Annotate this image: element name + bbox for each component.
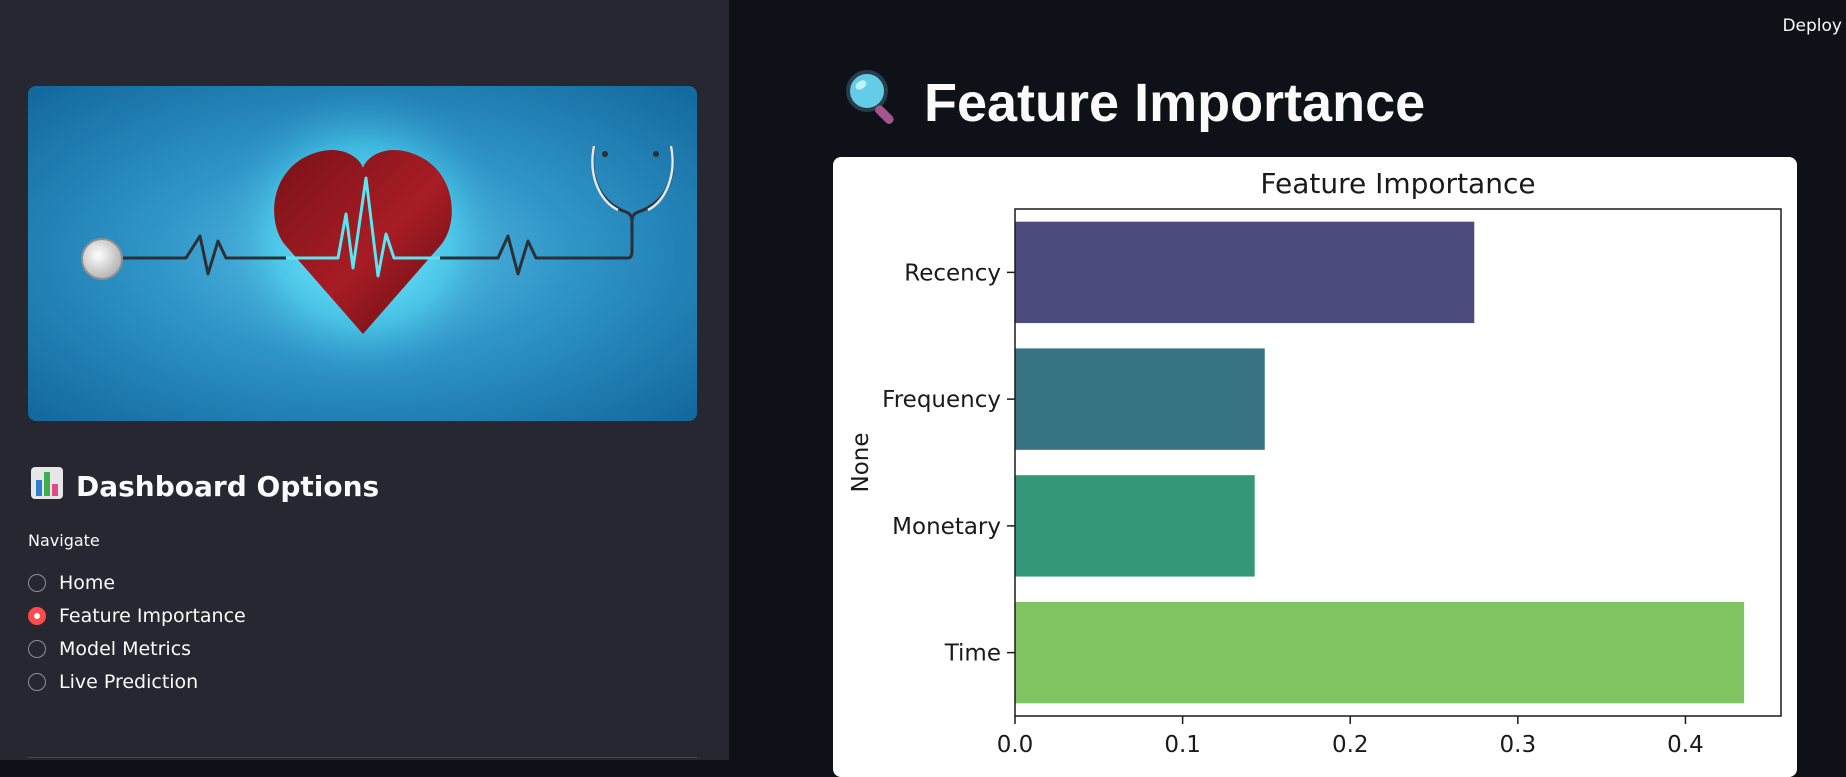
plot-frame xyxy=(1014,208,1782,717)
bar-frequency xyxy=(1015,348,1265,450)
magnifying-glass-icon xyxy=(842,66,904,141)
radio-label: Feature Importance xyxy=(59,604,246,627)
page-title: Feature Importance xyxy=(842,68,1425,138)
x-tick-label: 0.4 xyxy=(1667,732,1704,758)
sidebar-divider xyxy=(28,757,697,758)
radio-indicator[interactable] xyxy=(28,672,46,691)
radio-option-home[interactable]: Home xyxy=(28,566,246,599)
radio-indicator[interactable] xyxy=(28,606,46,625)
navigation-radio-group: Home Feature Importance Model Metrics Li… xyxy=(28,566,246,698)
radio-indicator[interactable] xyxy=(28,573,46,592)
bar-chart-icon xyxy=(30,466,64,507)
radio-option-model-metrics[interactable]: Model Metrics xyxy=(28,632,246,665)
x-tick-label: 0.3 xyxy=(1500,732,1537,758)
chart-svg: Feature ImportanceRecencyFrequencyMoneta… xyxy=(848,167,1782,758)
radio-label: Model Metrics xyxy=(59,637,192,660)
y-tick-label: Frequency xyxy=(882,387,1001,413)
sidebar-banner-image xyxy=(28,86,697,421)
y-tick-label: Monetary xyxy=(892,514,1001,540)
navigate-label: Navigate xyxy=(28,531,100,550)
heart-icon xyxy=(274,150,452,334)
radio-label: Live Prediction xyxy=(59,670,199,693)
x-tick-label: 0.1 xyxy=(1164,732,1201,758)
y-axis-label: None xyxy=(848,432,874,492)
bar-time xyxy=(1015,601,1745,704)
bar-recency xyxy=(1015,221,1475,324)
page-title-text: Feature Importance xyxy=(924,73,1426,133)
heart-health-illustration xyxy=(28,86,697,421)
radio-indicator[interactable] xyxy=(28,639,46,658)
radio-label: Home xyxy=(59,571,116,594)
bar-monetary xyxy=(1015,475,1255,577)
deploy-button[interactable]: Deploy xyxy=(1782,16,1842,36)
radio-option-feature-importance[interactable]: Feature Importance xyxy=(28,599,246,632)
y-tick-label: Recency xyxy=(904,260,1001,286)
x-tick-label: 0.2 xyxy=(1332,732,1369,758)
y-tick-label: Time xyxy=(944,641,1001,667)
radio-option-live-prediction[interactable]: Live Prediction xyxy=(28,665,246,698)
chart-title: Feature Importance xyxy=(1260,167,1535,200)
heartbeat-highlight xyxy=(286,176,440,278)
sidebar-title-text: Dashboard Options xyxy=(76,469,380,503)
stethoscope-chestpiece xyxy=(81,238,123,280)
sidebar: Dashboard Options Navigate Home Feature … xyxy=(0,0,729,760)
sidebar-section-title: Dashboard Options xyxy=(30,466,379,506)
x-tick-label: 0.0 xyxy=(997,732,1034,758)
